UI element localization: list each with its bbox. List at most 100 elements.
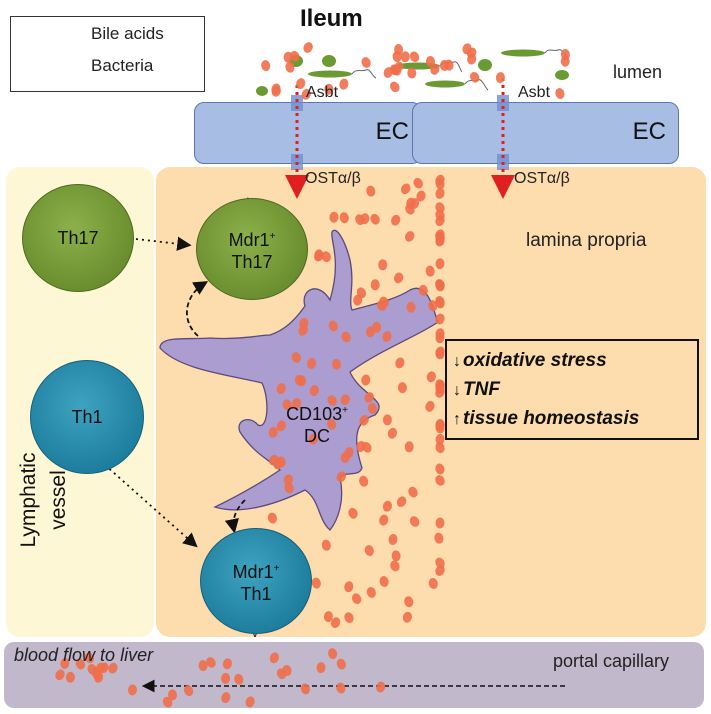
mdr1-th17-line1: Mdr1 xyxy=(228,229,270,250)
bile-acid-particle xyxy=(356,287,367,299)
bile-acid-particle xyxy=(303,42,313,53)
epithelial-cell-2: EC xyxy=(412,102,679,164)
lymphatic-vessel-label: Lymphatic vessel xyxy=(14,440,74,560)
bile-acid-particle xyxy=(308,433,318,445)
bile-acid-particle xyxy=(362,442,372,453)
bile-acid-particle xyxy=(408,486,418,498)
bile-acid-particle xyxy=(444,59,454,71)
bile-acid-particle xyxy=(339,212,349,224)
bile-acid-particle xyxy=(393,272,404,284)
bile-acid-particle xyxy=(329,211,339,223)
bile-acid-particle xyxy=(327,418,337,430)
bile-acid-particle xyxy=(269,652,279,664)
bile-acid-particle xyxy=(435,442,445,454)
lumen-label: lumen xyxy=(613,62,663,82)
ost-label-1: OSTα/β xyxy=(305,170,361,187)
bile-acid-particle xyxy=(435,234,445,246)
bile-acid-particle xyxy=(222,658,232,670)
bile-acid-particle xyxy=(435,517,445,529)
asbt-label-1: Asbt xyxy=(306,84,339,101)
mdr1-th17-cell: Mdr1+ Th17 xyxy=(196,198,308,300)
bile-acid-particle xyxy=(391,550,401,562)
bile-acid-particle xyxy=(379,514,389,526)
bile-acid-particle xyxy=(183,685,194,697)
bile-acid-particle xyxy=(382,414,392,426)
bile-acid-particle xyxy=(297,375,307,387)
ec-label-2: EC xyxy=(632,118,666,145)
bile-acid-particle xyxy=(391,214,401,226)
bile-acid-particle xyxy=(331,358,342,370)
bile-acid-particle xyxy=(435,202,445,213)
asbt-label-2: Asbt xyxy=(518,84,551,101)
bile-acid-particle xyxy=(167,689,178,701)
ost-label-2: OSTα/β xyxy=(514,170,570,187)
bile-acid-particle xyxy=(298,325,308,336)
bile-acid-particle xyxy=(435,433,445,445)
bile-acid-particle xyxy=(344,612,354,623)
bile-acid-particle xyxy=(376,300,387,311)
bile-acid-particle xyxy=(282,399,292,411)
bile-acid-particle xyxy=(435,258,445,270)
dc-line1: CD103 xyxy=(286,404,343,424)
bile-acid-particle xyxy=(127,684,138,696)
th17-label: Th17 xyxy=(57,228,99,248)
bile-acid-particle xyxy=(387,427,398,439)
bile-acid-particle xyxy=(388,534,398,545)
effect-text: tissue homeostasis xyxy=(463,408,640,429)
bile-acid-particle xyxy=(370,213,380,225)
bile-acid-particle xyxy=(435,379,445,391)
bile-acid-particle xyxy=(323,611,333,623)
bile-acid-particle xyxy=(359,475,369,487)
bile-acid-particle xyxy=(435,279,445,290)
bile-acid-particle xyxy=(393,61,404,73)
asbt-transporter-2 xyxy=(497,95,509,111)
bile-acid-particle xyxy=(340,394,350,406)
bile-acid-particle xyxy=(339,78,349,90)
mdr1-th17-line2: Th17 xyxy=(231,251,273,272)
bile-acid-particle xyxy=(390,81,400,93)
bile-acid-particle xyxy=(404,231,415,242)
bile-acid-particle xyxy=(336,658,346,670)
effect-tissue-homeostasis: ↑tissue homeostasis xyxy=(453,405,697,434)
mdr1-th1-cell: Mdr1+ Th1 xyxy=(200,528,312,634)
effect-tnf: ↓TNF xyxy=(453,376,697,405)
bile-acid-particle xyxy=(418,284,428,296)
bile-acid-particle xyxy=(435,463,445,475)
th17-migration-arrow xyxy=(135,236,192,251)
bile-acid-particle xyxy=(378,259,388,271)
bile-acid-particle xyxy=(435,565,445,576)
bile-acid-particle xyxy=(341,331,351,343)
bile-acid-particle xyxy=(425,400,435,412)
bile-acid-particle xyxy=(301,88,311,100)
bile-acid-particle xyxy=(365,326,376,338)
effect-text: TNF xyxy=(463,379,500,400)
bile-acid-particle xyxy=(355,214,365,225)
bile-acid-particle xyxy=(379,576,389,587)
bile-acid-particle xyxy=(361,374,371,386)
bile-acid-particle xyxy=(108,662,118,674)
bile-acid-particle xyxy=(402,611,412,623)
bile-acid-particle xyxy=(307,358,317,369)
bile-acid-particle xyxy=(162,696,173,708)
portal-capillary-label: portal capillary xyxy=(553,651,670,671)
bile-acid-particle xyxy=(285,61,295,73)
bile-acid-particle xyxy=(376,681,386,693)
bile-acid-particle xyxy=(495,72,505,84)
bile-acid-particle xyxy=(406,197,416,209)
lymphatic-vessel-text: Lymphatic vessel xyxy=(17,452,70,548)
bile-acid-particle xyxy=(75,658,86,670)
bile-acid-particle xyxy=(276,668,287,680)
bile-acid-particle xyxy=(314,250,324,262)
bile-acid-particle xyxy=(382,500,392,512)
bile-acid-particle xyxy=(65,671,75,683)
bile-acid-particle xyxy=(406,301,416,313)
bile-acid-particle xyxy=(428,578,438,589)
bile-acid-particle xyxy=(430,63,440,75)
bile-acid-particle xyxy=(284,482,294,494)
bile-acid-particle xyxy=(267,512,277,524)
bile-acid-particle xyxy=(435,346,445,358)
bile-acid-particle xyxy=(55,669,65,681)
bile-acid-particle xyxy=(435,187,445,199)
